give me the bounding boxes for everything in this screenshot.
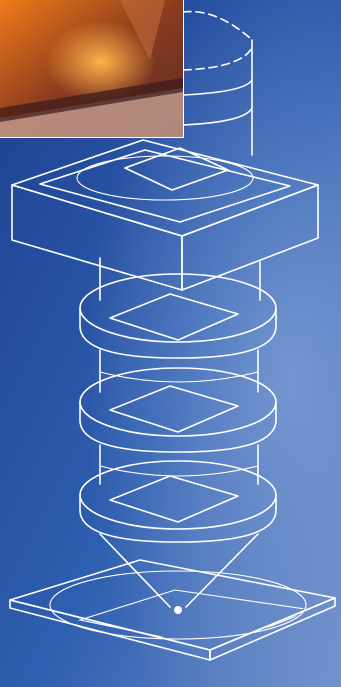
photomask-reticle-plate (11, 139, 319, 291)
inset-photo (0, 0, 184, 138)
photo-image (0, 0, 183, 137)
lens-element-1 (79, 273, 277, 359)
wafer-stage (9, 559, 336, 661)
lens-element-2 (79, 367, 277, 453)
column-middle-1 (99, 349, 259, 393)
light-source-cylinder (182, 10, 253, 156)
lens-element-3 (79, 460, 277, 543)
column-upper (99, 257, 261, 301)
column-middle-2 (99, 444, 259, 485)
